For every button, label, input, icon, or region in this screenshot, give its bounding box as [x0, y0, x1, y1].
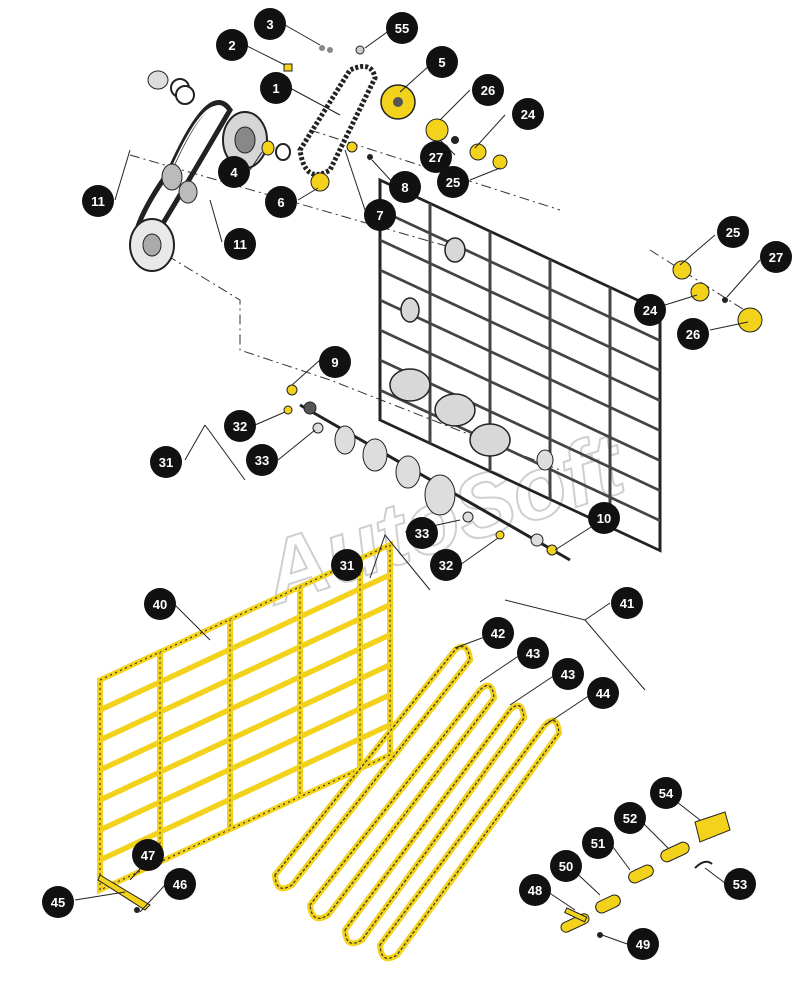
callout-53: 53: [724, 868, 756, 900]
callout-25: 25: [717, 216, 749, 248]
svg-text:48: 48: [528, 883, 542, 898]
conveyor-chains: [271, 643, 563, 962]
frame-rollers: [389, 237, 511, 457]
callout-40: 40: [144, 588, 176, 620]
svg-text:54: 54: [659, 786, 674, 801]
callout-43: 43: [552, 658, 584, 690]
callout-27: 27: [420, 141, 452, 173]
svg-text:49: 49: [636, 937, 650, 952]
small-drive-chain: [297, 63, 378, 177]
slat-chain-assembly: [97, 540, 393, 895]
svg-text:27: 27: [769, 250, 783, 265]
svg-text:42: 42: [491, 626, 505, 641]
svg-text:52: 52: [623, 811, 637, 826]
callout-32: 32: [224, 410, 256, 442]
callout-24: 24: [634, 294, 666, 326]
callout-55: 55: [386, 12, 418, 44]
svg-text:11: 11: [233, 237, 247, 252]
callout-11: 11: [82, 185, 114, 217]
svg-text:24: 24: [643, 303, 658, 318]
callout-2: 2: [216, 29, 248, 61]
callout-25: 25: [437, 166, 469, 198]
svg-text:10: 10: [597, 511, 611, 526]
callout-31: 31: [150, 446, 182, 478]
svg-text:26: 26: [686, 327, 700, 342]
elevator-frame: [378, 177, 662, 553]
svg-text:40: 40: [153, 597, 167, 612]
callout-5: 5: [426, 46, 458, 78]
svg-text:31: 31: [340, 558, 354, 573]
callout-47: 47: [132, 839, 164, 871]
svg-text:24: 24: [521, 107, 536, 122]
callout-10: 10: [588, 502, 620, 534]
svg-text:8: 8: [401, 180, 408, 195]
callout-52: 52: [614, 802, 646, 834]
svg-text:2: 2: [228, 38, 235, 53]
callout-41: 41: [611, 587, 643, 619]
svg-text:32: 32: [439, 558, 453, 573]
svg-text:1: 1: [272, 81, 279, 96]
callout-7: 7: [364, 199, 396, 231]
svg-text:32: 32: [233, 419, 247, 434]
callout-26: 26: [472, 74, 504, 106]
callout-11: 11: [224, 228, 256, 260]
svg-text:41: 41: [620, 596, 634, 611]
callout-33: 33: [246, 444, 278, 476]
callout-24: 24: [512, 98, 544, 130]
svg-text:7: 7: [376, 208, 383, 223]
svg-text:3: 3: [266, 17, 273, 32]
svg-text:33: 33: [415, 526, 429, 541]
svg-text:11: 11: [91, 194, 105, 209]
callout-33: 33: [406, 517, 438, 549]
svg-text:45: 45: [51, 895, 65, 910]
callout-43: 43: [517, 637, 549, 669]
drive-belt-assembly: [129, 70, 291, 272]
svg-text:25: 25: [726, 225, 740, 240]
svg-text:51: 51: [591, 836, 605, 851]
svg-text:4: 4: [230, 165, 238, 180]
watermark-text: AutoSoft: [249, 413, 638, 624]
svg-text:53: 53: [733, 877, 747, 892]
callout-32: 32: [430, 549, 462, 581]
svg-text:47: 47: [141, 848, 155, 863]
callout-46: 46: [164, 868, 196, 900]
svg-text:43: 43: [526, 646, 540, 661]
callout-48: 48: [519, 874, 551, 906]
svg-text:5: 5: [438, 55, 445, 70]
svg-text:6: 6: [277, 195, 284, 210]
callout-44: 44: [587, 677, 619, 709]
callout-51: 51: [582, 827, 614, 859]
svg-text:44: 44: [596, 686, 611, 701]
callout-26: 26: [677, 318, 709, 350]
callout-45: 45: [42, 886, 74, 918]
svg-text:55: 55: [395, 21, 409, 36]
callout-50: 50: [550, 850, 582, 882]
callout-27: 27: [760, 241, 792, 273]
svg-text:27: 27: [429, 150, 443, 165]
svg-text:50: 50: [559, 859, 573, 874]
svg-text:9: 9: [331, 355, 338, 370]
lower-drive-shaft: [283, 384, 571, 562]
svg-text:25: 25: [446, 175, 460, 190]
svg-text:26: 26: [481, 83, 495, 98]
svg-text:33: 33: [255, 453, 269, 468]
callout-4: 4: [218, 156, 250, 188]
svg-text:43: 43: [561, 667, 575, 682]
callout-54: 54: [650, 777, 682, 809]
callout-8: 8: [389, 171, 421, 203]
svg-text:31: 31: [159, 455, 173, 470]
callout-49: 49: [627, 928, 659, 960]
callout-6: 6: [265, 186, 297, 218]
drive-sprockets: [283, 45, 763, 333]
svg-text:46: 46: [173, 877, 187, 892]
callout-1: 1: [260, 72, 292, 104]
callout-31: 31: [331, 549, 363, 581]
callout-9: 9: [319, 346, 351, 378]
callout-badges: 1 2 3 4 5 6 7 8 9 10 11 11 24 24 25 25 2…: [42, 8, 792, 960]
callout-42: 42: [482, 617, 514, 649]
callout-3: 3: [254, 8, 286, 40]
